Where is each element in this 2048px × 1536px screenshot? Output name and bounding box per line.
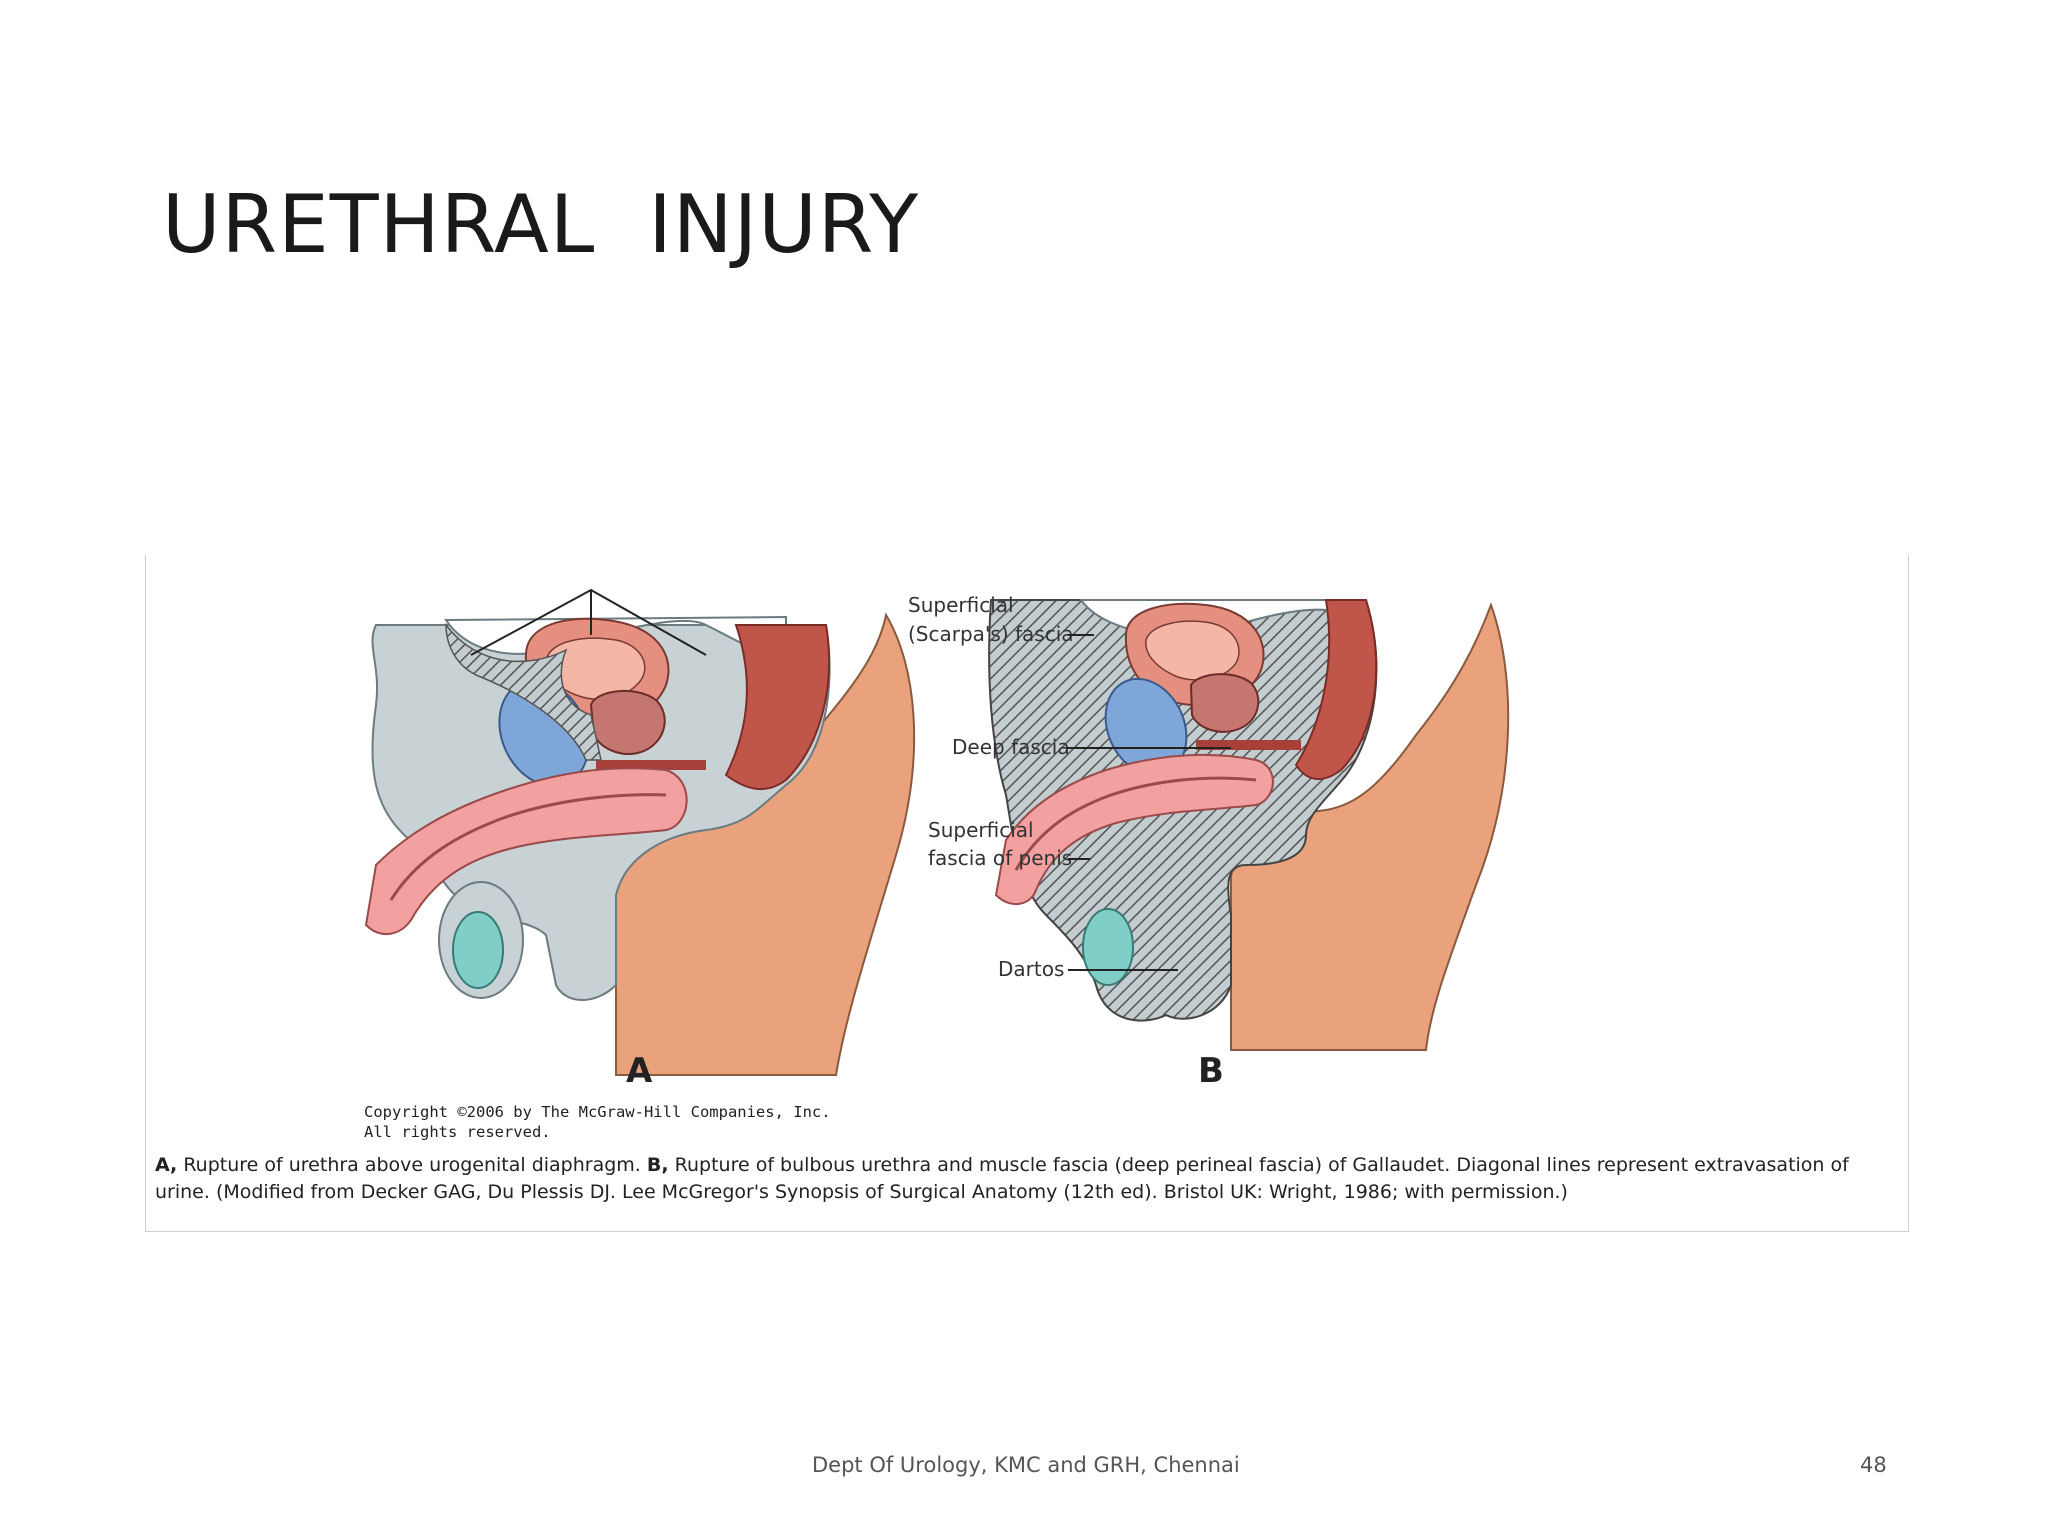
fascia-labels: Superficial (Scarpa's) fascia Deep fasci… — [908, 593, 1231, 981]
label-superficial-penis-line2: fascia of penis — [928, 846, 1072, 870]
panel-a-testis — [452, 911, 504, 989]
panel-a-rectum — [724, 624, 831, 791]
copyright-line1: Copyright ©2006 by The McGraw-Hill Compa… — [364, 1103, 831, 1121]
caption-a-text: Rupture of urethra above urogenital diap… — [177, 1154, 647, 1176]
panel-b-letter: B — [1198, 1051, 1224, 1091]
panel-b-skin — [1230, 602, 1510, 1051]
panel-a-penis — [364, 767, 688, 935]
caption-a-marker: A, — [155, 1154, 178, 1176]
copyright-line2: All rights reserved. — [364, 1123, 551, 1141]
slide-footer: Dept Of Urology, KMC and GRH, Chennai — [812, 1453, 1240, 1477]
panel-b-penis — [994, 753, 1274, 905]
panel-b-urethra — [1014, 776, 1257, 871]
panel-a-urethra — [389, 793, 667, 901]
copyright-notice: Copyright ©2006 by The McGraw-Hill Compa… — [364, 1102, 831, 1142]
panel-a-extravasation — [445, 622, 602, 761]
label-superficial-scarpa-line2: (Scarpa's) fascia — [908, 622, 1074, 646]
label-superficial-penis-line1: Superficial — [928, 818, 1034, 842]
caption-b-marker: B, — [646, 1154, 669, 1176]
label-superficial-scarpa-line1: Superficial — [908, 593, 1014, 617]
label-deep-fascia: Deep fascia — [952, 735, 1070, 759]
panel-b-urogenital-diaphragm — [1196, 740, 1301, 750]
anatomy-diagram: A B Superficial (Scarpa's) fascia Deep f… — [364, 588, 1510, 1091]
panel-b-bladder-lumen — [1145, 620, 1240, 681]
panel-b-prostate — [1189, 673, 1260, 733]
page-number: 48 — [1860, 1453, 1887, 1477]
figure-caption: A, Rupture of urethra above urogenital d… — [155, 1152, 1900, 1206]
label-dartos: Dartos — [998, 957, 1064, 981]
panel-a-urogenital-diaphragm — [596, 760, 706, 770]
panel-b-rectum — [1294, 599, 1378, 780]
panel-a-letter: A — [626, 1051, 653, 1091]
urethral-injury-figure: A B Superficial (Scarpa's) fascia Deep f… — [145, 555, 1909, 1232]
panel-a-illustration: A — [364, 588, 916, 1091]
panel-b-testis — [1082, 908, 1134, 986]
panel-b-illustration: B — [988, 599, 1510, 1091]
panel-a-prostate — [589, 689, 666, 755]
caption-b-text: Rupture of bulbous urethra and muscle fa… — [155, 1154, 1849, 1203]
slide-title: URETHRAL INJURY — [162, 178, 920, 271]
